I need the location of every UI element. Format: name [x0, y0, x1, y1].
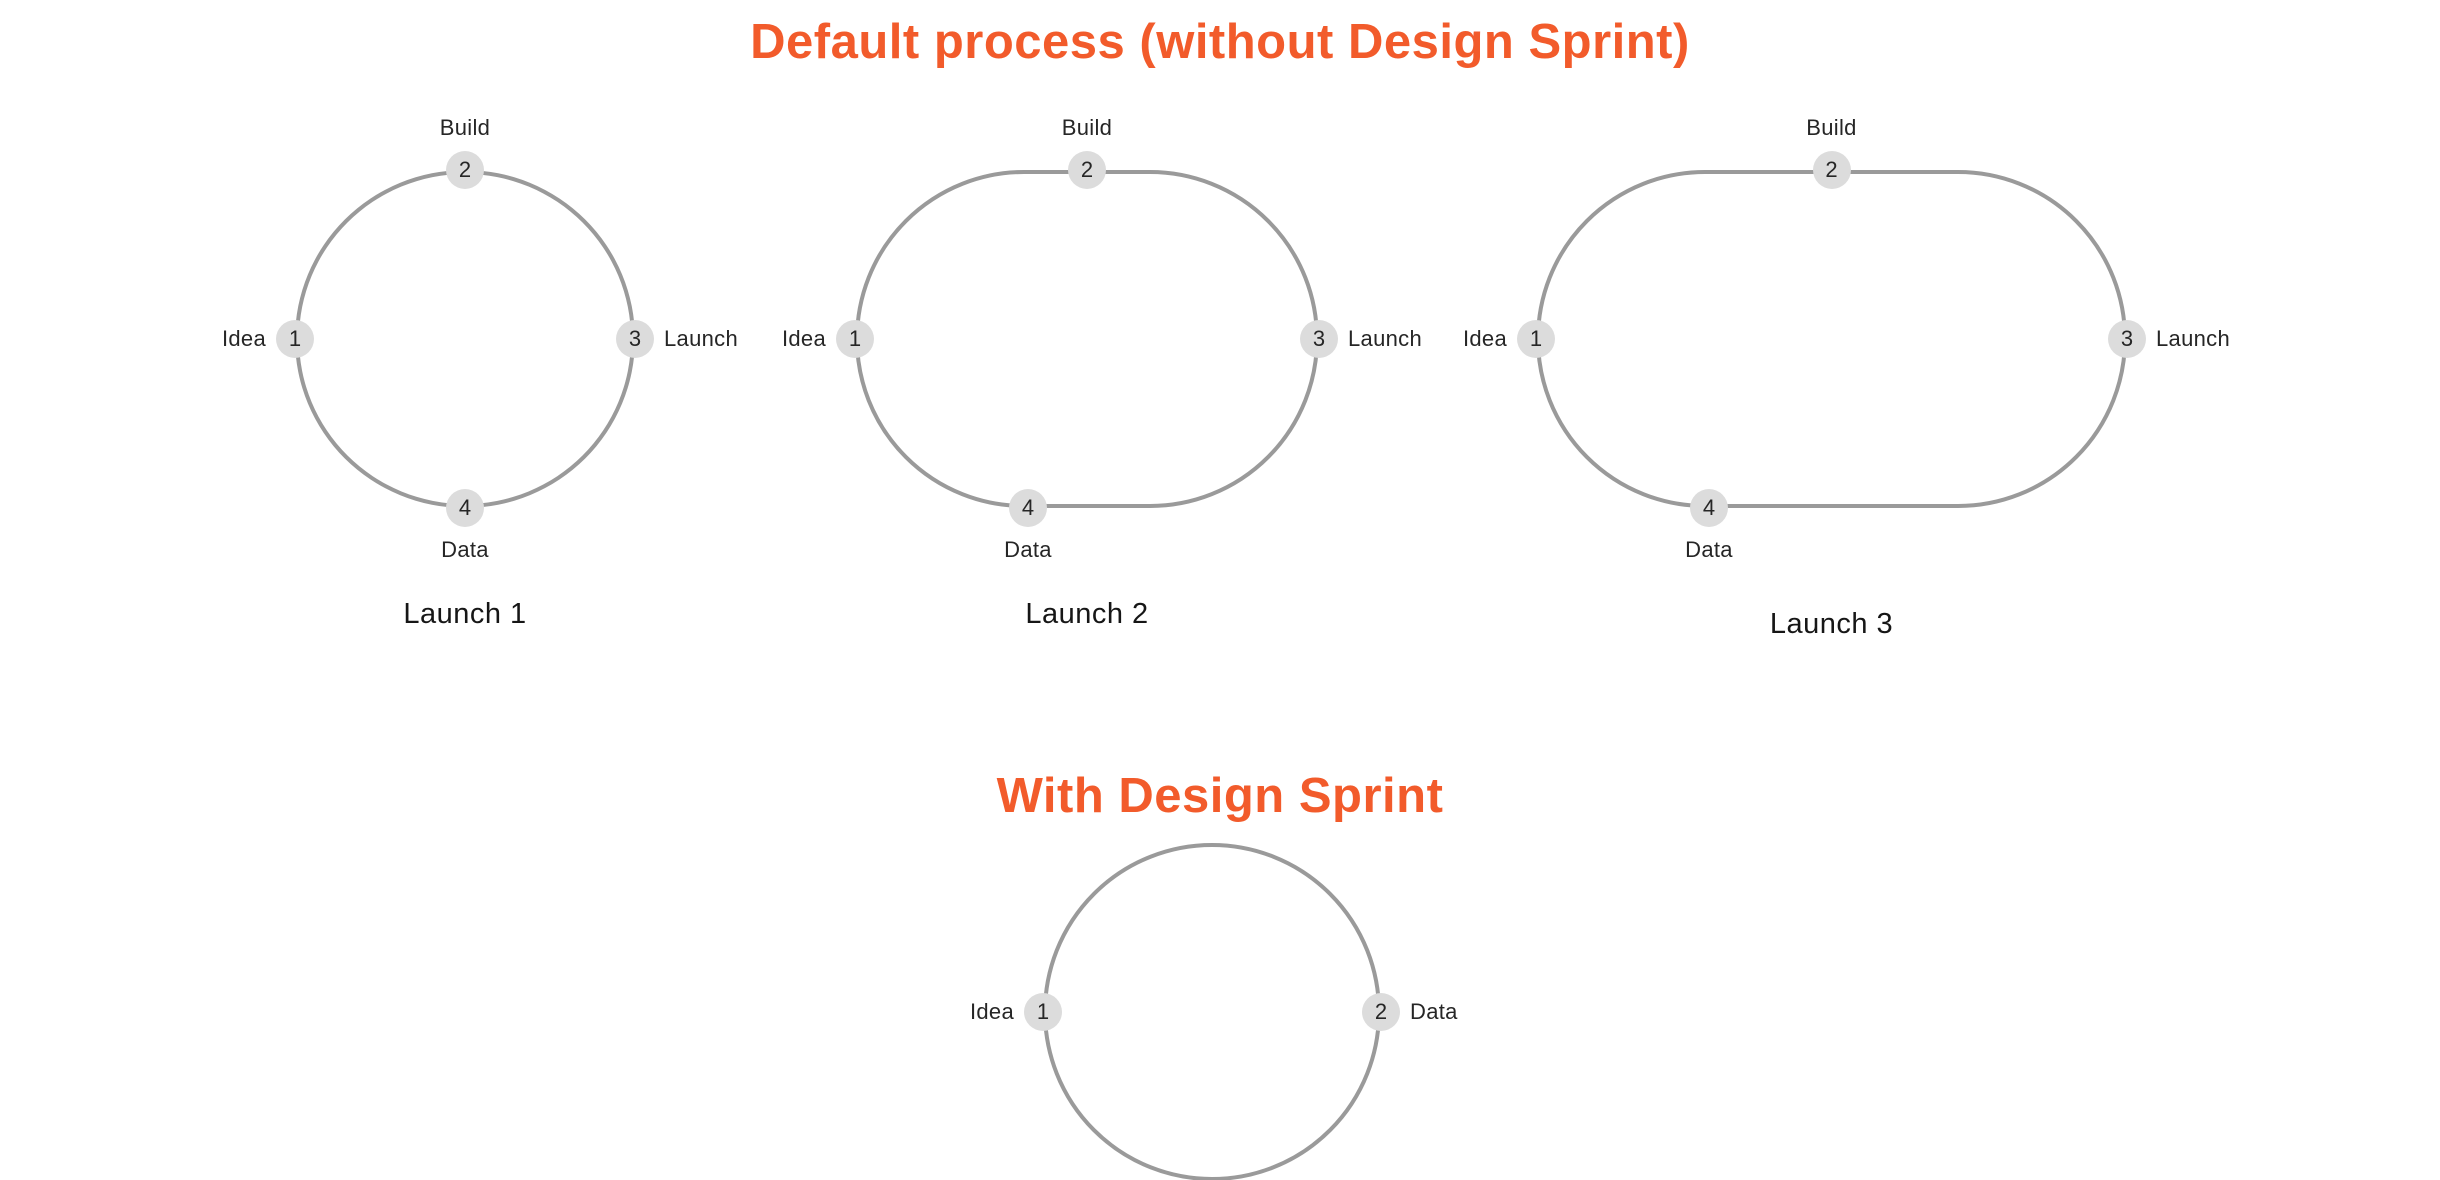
- step-node-idea: 1: [1024, 993, 1062, 1031]
- node-number: 3: [2120, 326, 2134, 351]
- node-number: 2: [1080, 157, 1094, 182]
- step-node-idea: 1: [276, 320, 314, 358]
- node-label-build: Build: [1061, 115, 1113, 140]
- step-node-launch: 3: [616, 320, 654, 358]
- node-label-launch: Launch: [664, 326, 738, 351]
- loop-caption: Launch 2: [1025, 598, 1149, 630]
- node-label-idea: Idea: [1462, 326, 1507, 351]
- step-node-data: 4: [1690, 489, 1728, 527]
- node-label-data: Data: [1004, 537, 1052, 562]
- step-node-build: 2: [1068, 151, 1106, 189]
- node-label-idea: Idea: [781, 326, 826, 351]
- process-loop-design-sprint: 1 Idea 2 Data: [970, 843, 1457, 1180]
- node-number: 2: [458, 157, 472, 182]
- loop-caption: Launch 1: [403, 598, 527, 630]
- node-number: 4: [1702, 495, 1716, 520]
- step-node-idea: 1: [836, 320, 874, 358]
- node-label-data: Data: [1410, 999, 1458, 1024]
- node-number: 4: [458, 495, 472, 520]
- node-label-idea: Idea: [221, 326, 266, 351]
- step-node-build: 2: [446, 151, 484, 189]
- step-node-data: 4: [446, 489, 484, 527]
- node-number: 1: [288, 326, 302, 351]
- node-label-build: Build: [439, 115, 491, 140]
- step-node-launch: 3: [1300, 320, 1338, 358]
- node-label-data: Data: [1685, 537, 1733, 562]
- loop-caption: Launch 3: [1769, 608, 1894, 640]
- node-number: 2: [1374, 999, 1388, 1024]
- node-number: 1: [1036, 999, 1050, 1024]
- step-node-launch: 3: [2108, 320, 2146, 358]
- step-node-data: 2: [1362, 993, 1400, 1031]
- node-label-launch: Launch: [2156, 326, 2230, 351]
- step-node-data: 4: [1009, 489, 1047, 527]
- node-label-build: Build: [1806, 115, 1857, 140]
- node-label-data: Data: [441, 537, 489, 562]
- node-number: 1: [1529, 326, 1543, 351]
- section-title-default-process: Default process (without Design Sprint): [750, 15, 1690, 69]
- node-number: 4: [1021, 495, 1035, 520]
- node-number: 1: [848, 326, 862, 351]
- node-number: 3: [1312, 326, 1326, 351]
- node-number: 2: [1825, 157, 1838, 182]
- node-label-launch: Launch: [1348, 326, 1422, 351]
- step-node-idea: 1: [1517, 320, 1555, 358]
- node-number: 3: [628, 326, 642, 351]
- section-title-with-design-sprint: With Design Sprint: [996, 769, 1444, 823]
- node-label-idea: Idea: [969, 999, 1014, 1024]
- step-node-build: 2: [1812, 151, 1851, 189]
